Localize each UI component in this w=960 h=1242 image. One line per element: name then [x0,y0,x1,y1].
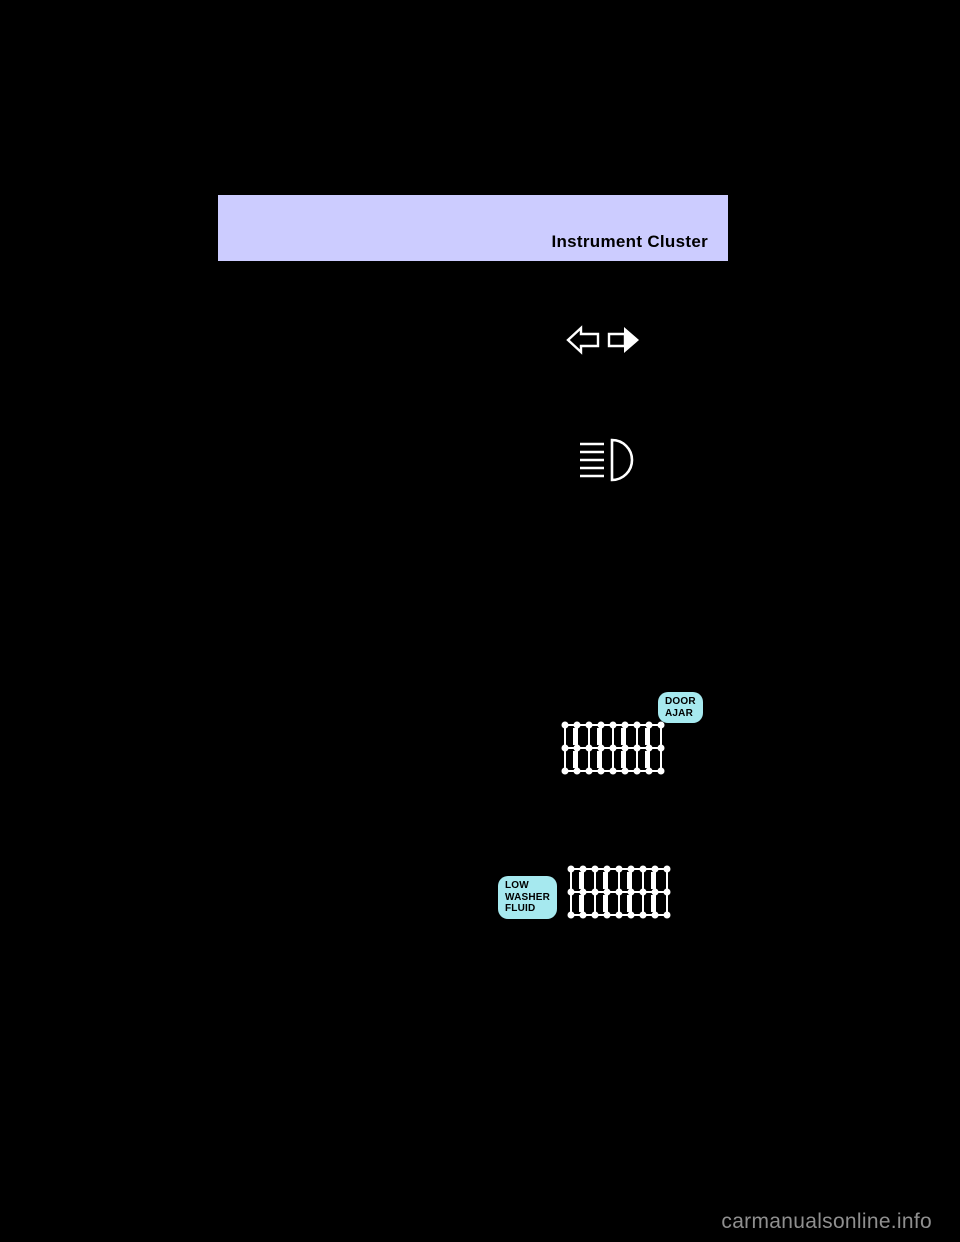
door-ajar-badge-line: AJAR [665,707,694,719]
door-ajar-matrix-display-icon [560,720,666,776]
right-turn-arrow-icon [607,327,639,353]
section-header-box: Instrument Cluster [218,195,728,261]
door-ajar-badge-line: DOOR [665,696,696,707]
high-beam-lamp-glyph [580,438,634,482]
high-beam-icon [577,436,637,489]
page-title: Instrument Cluster [551,232,708,251]
low-washer-fluid-badge-line: WASHER [505,891,551,903]
watermark: carmanualsonline.info [721,1210,932,1233]
turn-signal-arrows-icon [566,324,640,356]
door-ajar-badge: DOOR AJAR [658,692,703,723]
low-washer-fluid-badge: LOW WASHER FLUID [498,876,558,919]
low-washer-fluid-badge-line: FLUID [505,903,536,914]
washer-fluid-matrix-display-icon [566,864,672,920]
left-turn-arrow-icon [566,325,600,355]
low-washer-fluid-badge-line: LOW [505,880,529,891]
